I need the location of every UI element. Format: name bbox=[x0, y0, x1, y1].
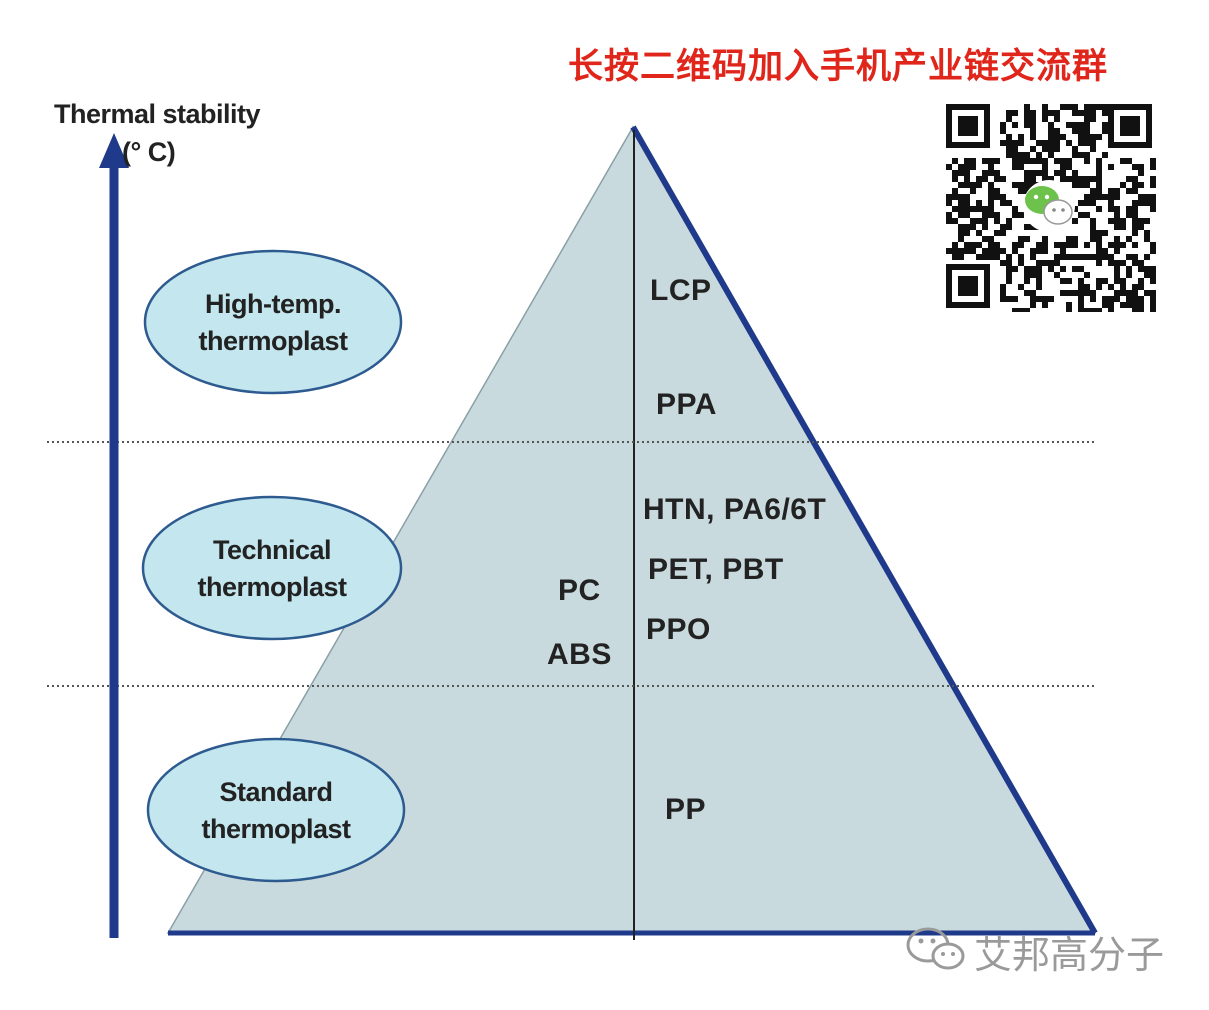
axis-title-label: Thermal stability bbox=[54, 99, 261, 129]
tier-label-high-temp: High-temp. thermoplast bbox=[148, 286, 398, 360]
material-ppo: PPO bbox=[646, 613, 711, 646]
watermark-text: 艾邦高分子 bbox=[974, 933, 1165, 977]
tier-label-line: Standard bbox=[219, 777, 333, 807]
pyramid-right-edge bbox=[630, 125, 1098, 935]
tier-label-line: High-temp. bbox=[205, 289, 342, 319]
tier-label-technical: Technical thermoplast bbox=[147, 532, 397, 606]
axis-title: Thermal stability (° C) bbox=[54, 95, 261, 171]
tier-label-line: thermoplast bbox=[201, 814, 351, 844]
wechat-qr-code-icon bbox=[942, 100, 1156, 312]
wechat-icon bbox=[906, 927, 965, 970]
tier-ellipse-high-temp bbox=[143, 249, 403, 395]
tier-ellipse-technical bbox=[141, 495, 403, 641]
material-abs: ABS bbox=[547, 638, 612, 671]
watermark bbox=[906, 927, 965, 970]
tier-ellipse-standard bbox=[146, 737, 406, 883]
material-pp: PP bbox=[665, 793, 707, 826]
tier-label-line: thermoplast bbox=[198, 326, 348, 356]
material-pc: PC bbox=[558, 574, 601, 607]
material-lcp: LCP bbox=[650, 274, 712, 307]
tier-label-standard: Standard thermoplast bbox=[151, 774, 401, 848]
material-htn-pa6-6t: HTN, PA6/6T bbox=[643, 493, 827, 526]
tier-label-line: thermoplast bbox=[197, 572, 347, 602]
thermal-axis-arrowhead bbox=[99, 133, 129, 168]
qr-banner-text: 长按二维码加入手机产业链交流群 bbox=[568, 46, 1109, 87]
tier-label-line: Technical bbox=[212, 535, 332, 565]
axis-title-unit: (° C) bbox=[122, 137, 176, 167]
material-pet-pbt: PET, PBT bbox=[648, 553, 784, 586]
material-ppa: PPA bbox=[656, 388, 717, 421]
